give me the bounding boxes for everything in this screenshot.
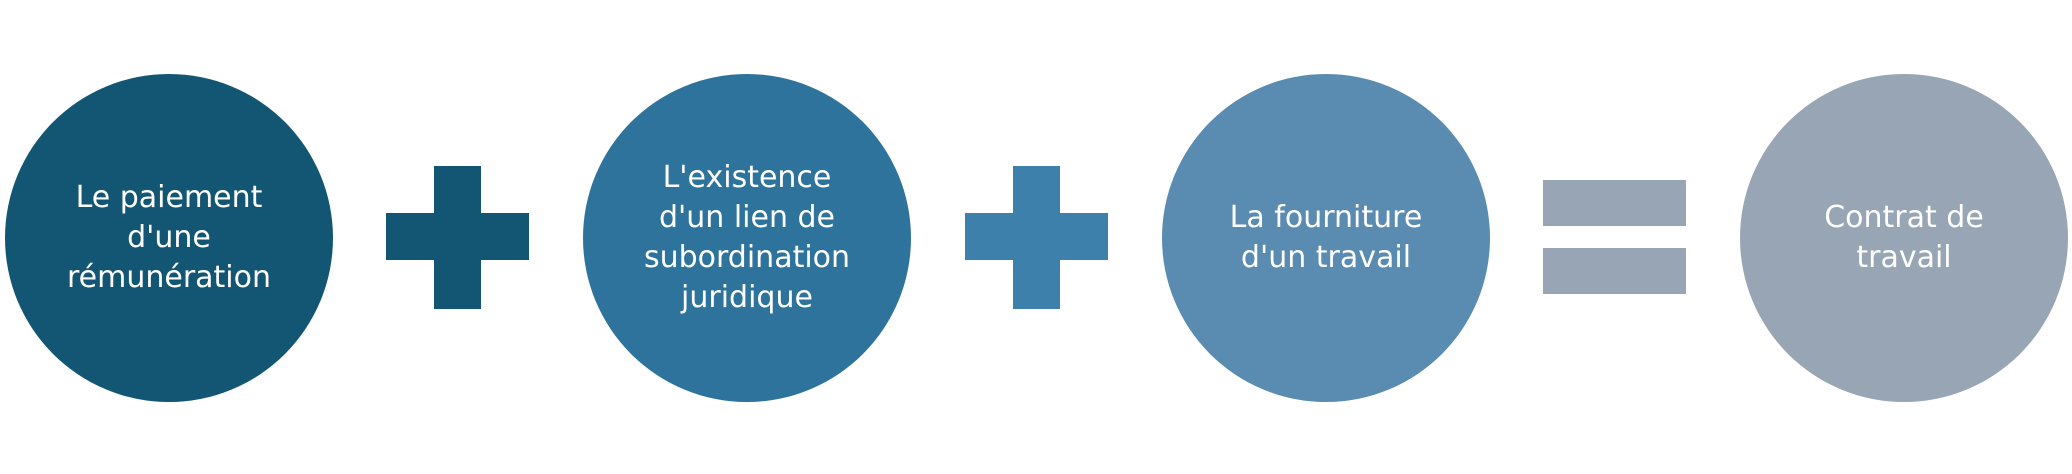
term-circle-travail: La fourniture d'un travail bbox=[1162, 74, 1490, 402]
term-label-subordination: L'existence d'un lien de subordination j… bbox=[643, 160, 851, 315]
result-circle-contrat: Contrat de travail bbox=[1740, 74, 2068, 402]
equals-icon-bottom-bar bbox=[1543, 248, 1686, 294]
result-label-contrat: Contrat de travail bbox=[1824, 200, 1984, 275]
term-label-remuneration: Le paiement d'une rémunération bbox=[66, 180, 272, 295]
plus-icon bbox=[386, 166, 529, 309]
plus-icon-vertical-bar bbox=[434, 166, 481, 309]
plus-icon-vertical-bar bbox=[1013, 166, 1060, 309]
equals-icon bbox=[1543, 180, 1686, 295]
term-circle-remuneration: Le paiement d'une rémunération bbox=[5, 74, 333, 402]
plus-icon bbox=[965, 166, 1108, 309]
equals-icon-top-bar bbox=[1543, 180, 1686, 226]
term-label-travail: La fourniture d'un travail bbox=[1229, 200, 1423, 275]
term-circle-subordination: L'existence d'un lien de subordination j… bbox=[583, 74, 911, 402]
